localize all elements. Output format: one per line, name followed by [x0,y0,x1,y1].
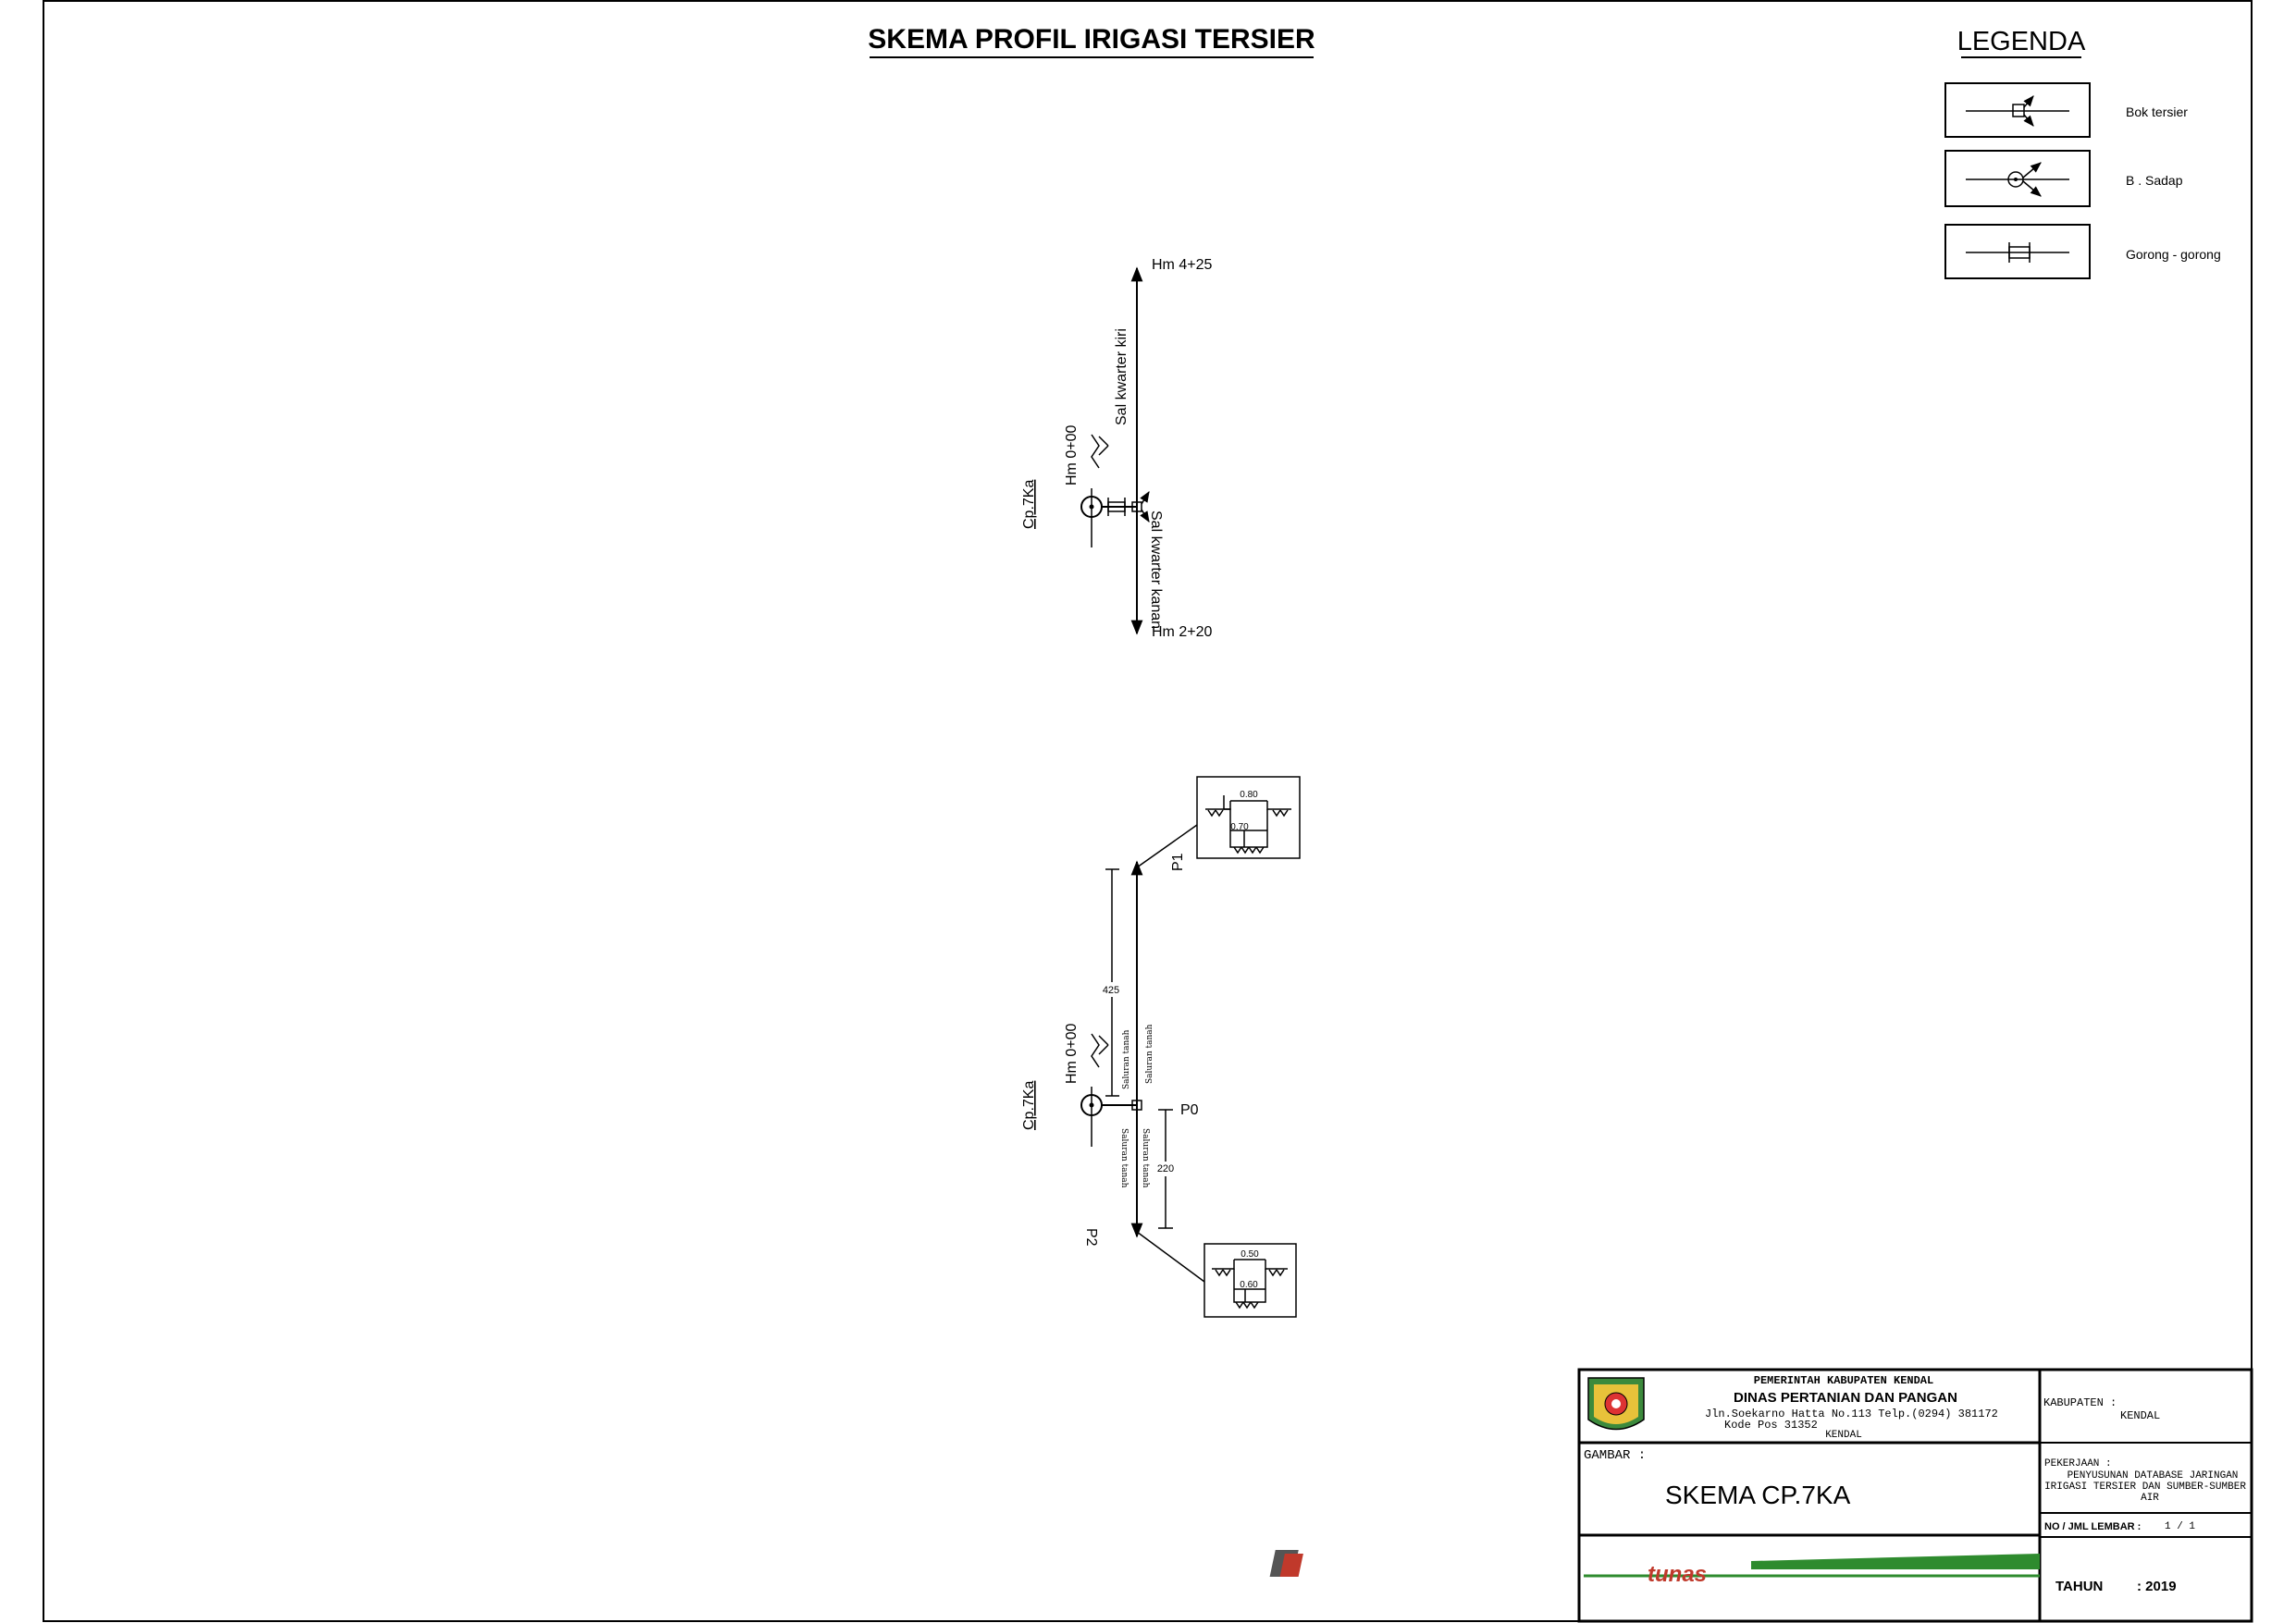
tb-lembar-label: NO / JML LEMBAR : [2044,1521,2141,1532]
point-p2: P2 [1083,1228,1099,1247]
legend-box-bok [1944,82,2091,138]
tb-gambar-label: GAMBAR : [1584,1448,1646,1463]
bangunan-sadap-icon [1966,162,2069,197]
sheet-border [43,0,2253,1622]
node-label-lower: Cp.7Ka [1021,1081,1037,1130]
tb-pekerjaan-1: PENYUSUNAN DATABASE JARINGAN [2068,1470,2239,1482]
section-p2-depth: 0.60 [1240,1280,1258,1290]
tb-gov: PEMERINTAH KABUPATEN KENDAL [1754,1374,1933,1387]
tb-city: KENDAL [1825,1430,1862,1441]
section-p1-depth: 0.70 [1230,822,1249,832]
legend-box-gorong [1944,224,2091,279]
tb-pekerjaan-label: PEKERJAAN : [2044,1458,2112,1469]
legend-label-bok: Bok tersier [2126,105,2188,119]
tunas-logo: tunas [1269,1544,2040,1617]
hm-top-end: Hm 4+25 [1152,257,1212,273]
cross-section-p2: 0.50 0.60 [1204,1243,1297,1318]
tb-pekerjaan-2: IRIGASI TERSIER DAN SUMBER-SUMBER [2044,1482,2246,1493]
tb-tahun-label: TAHUN [2055,1579,2103,1594]
dimension-down-value: 220 [1157,1163,1174,1174]
channel-label-left: Sal kwarter kiri [1114,328,1129,425]
channel-type-up-2: Saluran tanah [1145,1024,1154,1084]
dimension-up-value: 425 [1103,985,1119,996]
channel-type-up-1: Saluran tanah [1122,1029,1131,1089]
channel-label-right: Sal kwarter kanan [1148,510,1164,629]
legend: LEGENDA Bok tersier B . Sadap [1944,27,2221,279]
bok-tersier-lower [1131,1100,1142,1111]
point-p1: P1 [1170,853,1186,871]
cross-section-p1: 0.80 0.70 [1196,776,1301,859]
tb-agency: DINAS PERTANIAN DAN PANGAN [1734,1390,1957,1406]
flow-symbol-upper [1091,434,1100,469]
drawing-title: SKEMA PROFIL IRIGASI TERSIER [868,24,1315,55]
gorong-gorong-icon [1966,242,2069,263]
kendal-emblem-logo [1587,1377,1645,1431]
flow-symbol-lower [1091,1033,1100,1068]
tb-kabupaten-value: KENDAL [2120,1409,2160,1422]
title-block-frame [1577,1368,2253,1623]
schema-upper: Hm 4+25 Hm 2+20 Hm 0+00 Cp.7Ka Sal kwart… [1021,257,1212,640]
tb-lembar-value: 1 / 1 [2165,1521,2195,1532]
bok-tersier-upper [1131,501,1142,512]
channel-type-down-2: Saluran tanah [1141,1128,1150,1188]
tb-tahun-value: : 2019 [2137,1579,2177,1594]
legend-label-gorong: Gorong - gorong [2126,247,2221,262]
leader-p1 [1136,824,1198,868]
tb-company: tunas [1648,1562,1707,1587]
schema-lower: Hm 0+00 Cp.7Ka P0 P1 P2 425 220 Saluran … [1021,776,1301,1318]
legend-label-sadap: B . Sadap [2126,173,2183,188]
point-p0: P0 [1180,1102,1199,1118]
tb-gambar-value: SKEMA CP.7KA [1665,1481,1851,1509]
station-label-lower: Hm 0+00 [1064,1024,1080,1084]
bok-tersier-icon [1966,95,2069,127]
tb-kabupaten-label: KABUPATEN : [2043,1396,2117,1409]
tb-pekerjaan-3: AIR [2141,1493,2159,1504]
tb-postal: Kode Pos 31352 [1724,1419,1818,1432]
legend-box-sadap [1944,150,2091,207]
section-p2-width: 0.50 [1241,1249,1259,1260]
leader-p2 [1136,1231,1205,1283]
section-p1-width: 0.80 [1240,790,1258,800]
tb-address: Jln.Soekarno Hatta No.113 Telp.(0294) 38… [1705,1408,1998,1420]
node-label-upper: Cp.7Ka [1021,480,1037,529]
hm-bottom-end: Hm 2+20 [1152,624,1212,640]
station-label-upper: Hm 0+00 [1064,425,1080,486]
title-block: PEMERINTAH KABUPATEN KENDAL DINAS PERTAN… [1269,1368,2253,1623]
channel-type-down-1: Saluran tanah [1119,1128,1129,1188]
legend-heading: LEGENDA [1957,27,2086,56]
